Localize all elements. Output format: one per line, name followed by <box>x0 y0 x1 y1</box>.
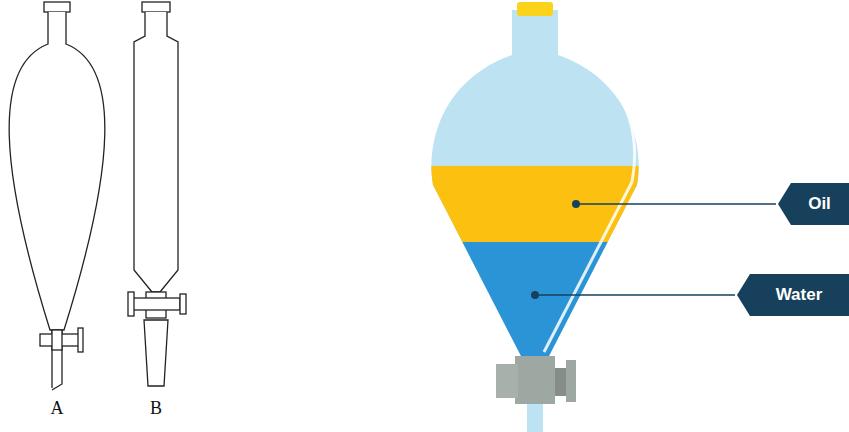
stopcock-handle <box>566 360 576 402</box>
stopcock-cap <box>496 364 518 398</box>
stopcock <box>515 356 555 404</box>
leader-line <box>576 203 776 205</box>
part-letter: B <box>150 398 162 419</box>
stem <box>52 330 62 390</box>
separating-funnel <box>400 2 776 432</box>
part-letter: A <box>51 398 64 419</box>
cylindrical-funnel <box>128 2 186 386</box>
callout-text: Water <box>776 285 823 305</box>
water-layer <box>400 242 660 362</box>
stopcock-handle <box>78 328 83 352</box>
funnel-body <box>9 12 105 330</box>
funnel-body <box>134 12 178 292</box>
stopcock-handle <box>128 292 134 316</box>
ground-joint <box>144 320 168 386</box>
leader-line <box>535 294 735 296</box>
stem <box>527 400 543 432</box>
stopcock <box>132 298 180 310</box>
stopper <box>517 2 553 16</box>
stopcock-handle <box>180 294 186 314</box>
stopper <box>44 2 70 12</box>
stopcock-barrel <box>52 330 62 350</box>
callout-text: Oil <box>808 194 831 214</box>
stopper <box>142 2 170 12</box>
glass-highlight <box>544 68 635 352</box>
stopcock-pin <box>555 368 567 396</box>
callout-tag: Water <box>737 274 849 316</box>
callout-tag: Oil <box>778 183 849 225</box>
pear-funnel <box>9 2 105 390</box>
